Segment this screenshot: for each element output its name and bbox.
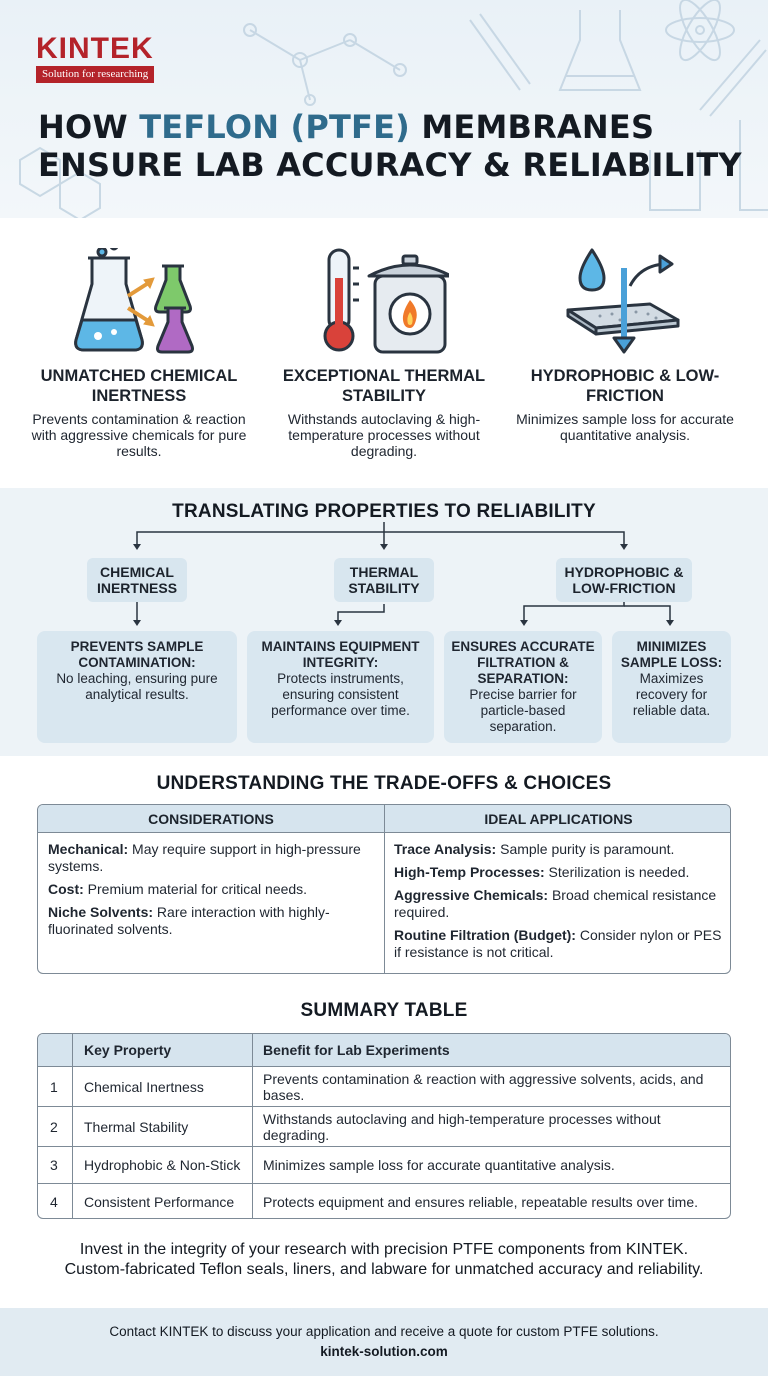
row-number: 1 [50, 1078, 58, 1095]
result-minimizes-loss: Minimizes Sample Loss: Maximizes recover… [612, 631, 731, 743]
consideration-item: Mechanical: May require support in high-… [48, 841, 361, 874]
considerations-header: Considerations [148, 811, 274, 827]
website-link[interactable]: kintek-solution.com [320, 1344, 448, 1359]
feature-chemical-inertness: Unmatched Chemical Inertness Prevents co… [14, 248, 264, 459]
kintek-logo: KINTEK Solution for researching [36, 32, 155, 83]
feature-description: Withstands autoclaving & high-temperatur… [287, 411, 481, 459]
row-benefit: Prevents contamination & reaction with a… [263, 1070, 704, 1103]
table-row: 2 Thermal Stability Withstands autoclavi… [38, 1106, 730, 1146]
result-accurate-filtration: Ensures Accurate Filtration & Separation… [444, 631, 602, 743]
result-title: Maintains Equipment Integrity: [261, 639, 420, 670]
consideration-item: Cost: Premium material for critical need… [48, 881, 308, 897]
feature-title: Unmatched Chemical Inertness [40, 367, 238, 405]
call-to-action: Invest in the integrity of your research… [0, 1240, 768, 1280]
table-row: 1 Chemical Inertness Prevents contaminat… [38, 1066, 730, 1106]
features-section: Unmatched Chemical Inertness Prevents co… [0, 218, 768, 488]
application-item: Aggressive Chemicals: Broad chemical res… [394, 887, 717, 920]
translating-section: TRANSLATING PROPERTIES TO RELIABILITY Ch… [0, 488, 768, 756]
feature-title: Exceptional Thermal Stability [282, 367, 486, 405]
application-item: Trace Analysis: Sample purity is paramou… [394, 841, 675, 857]
table-row: 4 Consistent Performance Protects equipm… [38, 1183, 730, 1218]
row-property: Chemical Inertness [84, 1078, 204, 1095]
feature-description: Prevents contamination & reaction with a… [31, 411, 247, 459]
property-label-thermal-stability: Thermal Stability [334, 558, 434, 602]
result-title: Ensures Accurate Filtration & Separation… [451, 639, 595, 686]
page-title: HOW TEFLON (PTFE) MEMBRANES ENSURE LAB A… [38, 108, 758, 184]
summary-table: Key Property Benefit for Lab Experiments… [37, 1033, 731, 1219]
row-property: Hydrophobic & Non-Stick [84, 1157, 241, 1173]
lab-background-illustration [19, 0, 768, 218]
applications-list: Trace Analysis: Sample purity is paramou… [394, 841, 724, 967]
tradeoffs-section: UNDERSTANDING THE TRADE-OFFS & CHOICES C… [0, 756, 768, 992]
result-description: Precise barrier for particle-based separ… [469, 687, 577, 734]
feature-hydrophobic: Hydrophobic & Low-Friction Minimizes sam… [500, 248, 750, 443]
result-prevents-contamination: Prevents Sample Contamination: No leachi… [37, 631, 237, 743]
row-number: 3 [50, 1157, 58, 1173]
feature-title: Hydrophobic & Low-Friction [530, 367, 720, 405]
summary-header-row: Key Property Benefit for Lab Experiments [38, 1034, 730, 1066]
summary-title: SUMMARY TABLE [300, 1000, 468, 1021]
considerations-list: Mechanical: May require support in high-… [48, 841, 376, 944]
header-benefit: Benefit for Lab Experiments [263, 1042, 450, 1058]
header-banner: KINTEK Solution for researching HOW TEFL… [0, 0, 768, 218]
water-drop-membrane-icon [566, 248, 680, 354]
application-item: High-Temp Processes: Sterilization is ne… [394, 864, 690, 880]
footer-text: Contact KINTEK to discuss your applicati… [109, 1324, 659, 1339]
consideration-item: Niche Solvents: Rare interaction with hi… [48, 904, 330, 937]
cta-line-1: Invest in the integrity of your research… [79, 1241, 689, 1258]
column-divider [384, 805, 385, 973]
result-description: Maximizes recovery for reliable data. [632, 671, 711, 718]
row-number: 4 [50, 1194, 58, 1210]
logo-wordmark: KINTEK [36, 32, 154, 65]
feature-description: Minimizes sample loss for accurate quant… [516, 411, 734, 443]
result-maintains-integrity: Maintains Equipment Integrity: Protects … [247, 631, 434, 743]
property-label-chemical-inertness: Chemical Inertness [87, 558, 187, 602]
row-property: Thermal Stability [84, 1118, 189, 1135]
table-row: 3 Hydrophobic & Non-Stick Minimizes samp… [38, 1146, 730, 1183]
row-benefit: Withstands autoclaving and high-temperat… [263, 1110, 661, 1143]
column-divider [252, 1034, 253, 1218]
header-key-property: Key Property [84, 1042, 172, 1058]
result-title: Minimizes Sample Loss: [620, 639, 723, 670]
logo-tagline: Solution for researching [36, 66, 155, 83]
tradeoffs-title: UNDERSTANDING THE TRADE-OFFS & CHOICES [156, 773, 612, 794]
column-divider [72, 1034, 73, 1218]
row-benefit: Protects equipment and ensures reliable,… [263, 1194, 699, 1210]
cta-line-2: Custom-fabricated Teflon seals, liners, … [64, 1261, 704, 1278]
footer: Contact KINTEK to discuss your applicati… [0, 1308, 768, 1376]
tradeoffs-table: Considerations Ideal Applications Mechan… [37, 804, 731, 974]
result-description: No leaching, ensuring pure analytical re… [56, 671, 218, 702]
flask-icon [74, 248, 194, 354]
summary-section: SUMMARY TABLE Key Property Benefit for L… [0, 992, 768, 1226]
result-description: Protects instruments, ensuring consisten… [271, 671, 410, 718]
header-number [50, 1034, 70, 1066]
row-property: Consistent Performance [84, 1194, 235, 1210]
flow-connector-lines [133, 522, 674, 626]
thermometer-autoclave-icon [323, 248, 449, 354]
result-title: Prevents Sample Contamination: [70, 639, 204, 670]
translating-title: TRANSLATING PROPERTIES TO RELIABILITY [172, 501, 596, 522]
property-label-hydrophobic: Hydrophobic & Low-Friction [556, 558, 692, 602]
application-item: Routine Filtration (Budget): Consider ny… [394, 927, 722, 960]
feature-thermal-stability: Exceptional Thermal Stability Withstands… [259, 248, 509, 459]
row-benefit: Minimizes sample loss for accurate quant… [263, 1157, 615, 1173]
title-accent: TEFLON (PTFE) [139, 108, 411, 146]
title-rest: MEMBRANES ENSURE LAB ACCURACY & RELIABIL… [38, 108, 742, 184]
title-prefix: HOW [38, 108, 140, 146]
row-number: 2 [50, 1118, 58, 1135]
applications-header: Ideal Applications [484, 811, 633, 827]
